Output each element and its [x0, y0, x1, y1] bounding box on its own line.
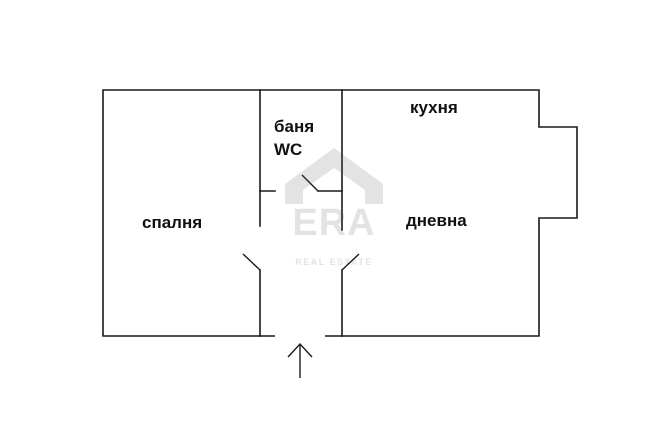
- watermark-tagline: REAL ESTATE: [295, 257, 373, 267]
- room-label-living: дневна: [406, 211, 467, 230]
- bedroom-door: [242, 253, 261, 271]
- era-watermark: ERA REAL ESTATE: [283, 146, 385, 272]
- watermark-brand: ERA: [292, 202, 376, 244]
- arrow-up-icon: [287, 342, 313, 378]
- house-roof-icon: [285, 148, 383, 204]
- room-label-bedroom: спалня: [142, 213, 203, 232]
- room-label-kitchen: кухня: [410, 98, 458, 117]
- bath-door: [301, 174, 319, 192]
- room-label-wc: WC: [274, 140, 303, 159]
- outer-wall: [102, 89, 578, 337]
- room-label-bath: баня: [274, 117, 315, 136]
- living-door: [341, 253, 360, 271]
